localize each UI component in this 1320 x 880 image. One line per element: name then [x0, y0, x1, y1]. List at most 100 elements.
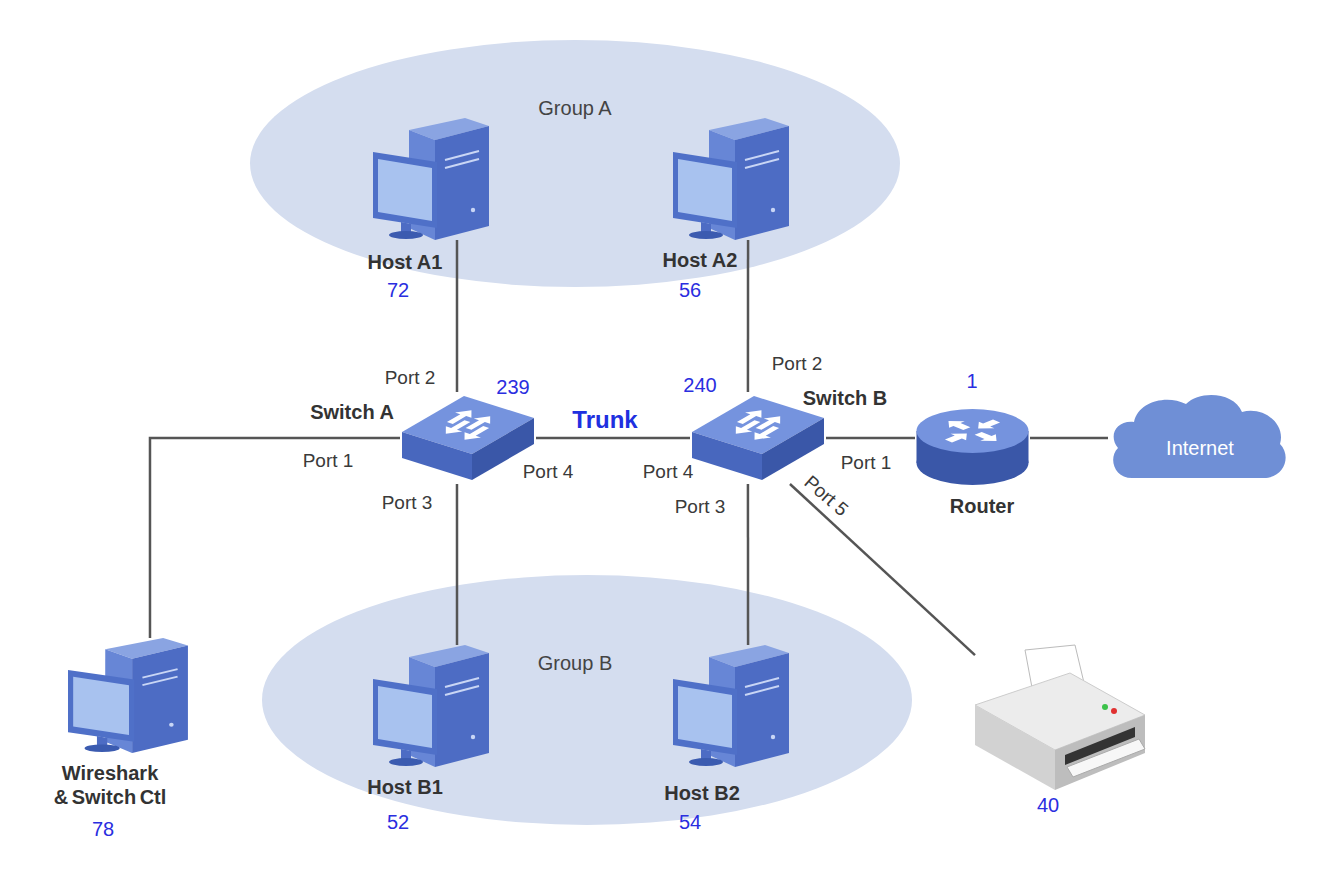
address-number: 52: [387, 810, 409, 834]
monitor-screen: [73, 677, 129, 735]
monitor-base: [389, 231, 423, 239]
drive-bay: [745, 678, 779, 687]
network-link: [790, 484, 975, 655]
group-ellipse: [262, 575, 912, 825]
router-name: Router: [950, 494, 1014, 518]
monitor-screen: [378, 686, 432, 748]
address-number: 54: [679, 810, 701, 834]
power-light: [471, 735, 475, 739]
network-link: [150, 438, 400, 638]
port-label: Port 3: [675, 495, 726, 519]
internet-cloud: Internet: [1108, 392, 1288, 484]
group-name: Group A: [538, 96, 611, 120]
address-number: 239: [496, 375, 529, 399]
monitor-screen: [678, 159, 732, 221]
monitor-frame: [373, 679, 437, 755]
tower-front: [735, 653, 789, 767]
status-light: [1102, 704, 1108, 710]
switch-icon: [400, 392, 536, 484]
network-link: [456, 484, 459, 645]
address-number: 240: [683, 373, 716, 397]
band-icon: [250, 40, 900, 287]
drive-bay: [142, 669, 177, 677]
host-name: Host A2: [663, 248, 738, 272]
group-band: Group A Host A172 Host A256: [250, 40, 900, 287]
switch-side: [692, 432, 762, 480]
port-label: Port 5: [799, 470, 853, 521]
switch-arrows: [428, 408, 507, 442]
pc-icon: [673, 118, 791, 240]
monitor-screen: [678, 686, 732, 748]
host-name: Wireshark & Switch Ctl: [54, 761, 167, 809]
monitor-frame: [673, 679, 737, 755]
router-arrow: [941, 418, 975, 432]
pc-icon: [673, 645, 791, 767]
monitor-screen: [378, 159, 432, 221]
port-label: Port 2: [385, 366, 436, 390]
address-number: 40: [1037, 793, 1059, 817]
group-ellipse: [250, 40, 900, 287]
printer-side: [975, 705, 1055, 790]
router: Router1: [915, 407, 1030, 487]
router-icon: [915, 407, 1030, 487]
monitor-base: [689, 758, 723, 766]
drive-bay: [745, 159, 779, 168]
host-computer: Host A256: [673, 118, 791, 240]
power-light: [771, 735, 775, 739]
link-label: Trunk: [572, 408, 637, 432]
monitor-frame: [68, 670, 134, 742]
drive-bay: [142, 677, 177, 685]
tower-front: [735, 126, 789, 240]
address-number: 72: [387, 278, 409, 302]
power-light: [169, 723, 174, 727]
monitor-base: [389, 758, 423, 766]
pc-icon: [373, 118, 491, 240]
network-switch: Switch A239: [400, 392, 536, 484]
switch-arrow: [456, 424, 494, 442]
drive-bay: [745, 686, 779, 695]
host-computer: Host B152: [373, 645, 491, 767]
pc-icon: [68, 638, 190, 753]
port-label: Port 1: [303, 449, 354, 473]
tower-front: [435, 653, 489, 767]
control-computer: Wireshark & Switch Ctl78: [68, 638, 190, 753]
port-label: Port 2: [772, 352, 823, 376]
router-top: [917, 409, 1029, 453]
network-switch: Switch B240: [690, 392, 826, 484]
monitor-frame: [673, 152, 737, 228]
network-link: [536, 437, 690, 440]
port-label: Port 4: [643, 460, 694, 484]
router-arrow: [941, 430, 975, 444]
port-label: Port 3: [382, 491, 433, 515]
monitor-base: [689, 231, 723, 239]
network-link: [456, 240, 459, 392]
output-tray: [1067, 739, 1145, 777]
switch-side: [402, 432, 472, 480]
network-link: [747, 484, 750, 645]
tower-front: [435, 126, 489, 240]
drive-bay: [445, 159, 479, 168]
switch-arrow: [746, 424, 784, 442]
host-name: Host B1: [367, 775, 443, 799]
band-icon: [262, 575, 912, 825]
switch-arrows: [718, 408, 797, 442]
monitor-base: [85, 745, 120, 753]
router-arrow: [970, 418, 1004, 432]
printer: 40: [975, 645, 1145, 790]
cloud-shape: [1113, 395, 1285, 478]
host-computer: Host A172: [373, 118, 491, 240]
printer-icon: [975, 645, 1145, 790]
network-link: [747, 240, 750, 392]
printer-front: [1055, 715, 1145, 790]
port-label: Port 1: [841, 451, 892, 475]
drive-bay: [445, 151, 479, 160]
tower-front: [132, 646, 188, 753]
switch-name: Switch B: [803, 386, 887, 410]
monitor-frame: [373, 152, 437, 228]
status-light: [1111, 708, 1117, 714]
switch-name: Switch A: [310, 400, 394, 424]
network-link: [826, 437, 915, 440]
address-number: 1: [966, 369, 977, 393]
drive-bay: [445, 678, 479, 687]
